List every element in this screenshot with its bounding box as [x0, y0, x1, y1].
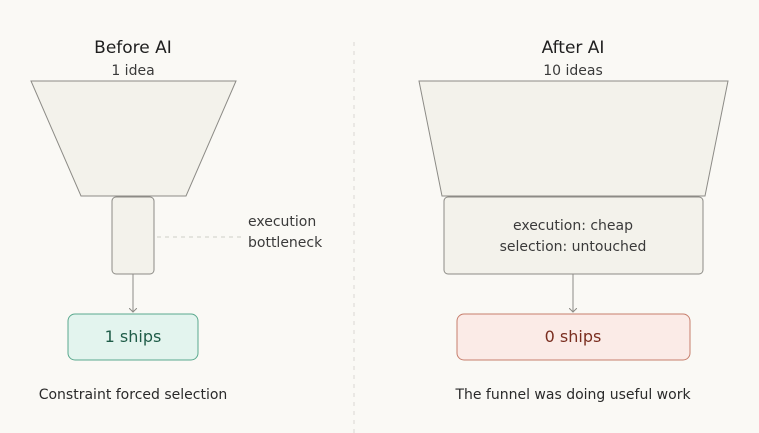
after-panel: After AI 10 ideas execution: cheap selec…	[418, 38, 729, 403]
after-caption: The funnel was doing useful work	[454, 387, 691, 403]
before-result-box	[67, 313, 199, 361]
bottleneck-label-line2: bottleneck	[248, 235, 323, 251]
after-title: After AI	[542, 38, 605, 58]
after-funnel-neck	[443, 196, 704, 275]
before-idea-count: 1 idea	[111, 63, 154, 79]
before-result-label: 1 ships	[105, 327, 162, 346]
after-result-label: 0 ships	[545, 327, 602, 346]
after-result-box	[456, 313, 691, 361]
before-caption: Constraint forced selection	[39, 387, 228, 403]
bottleneck-label-line1: execution	[248, 214, 316, 230]
before-title: Before AI	[94, 38, 172, 58]
before-panel: Before AI 1 idea execution bottleneck 1 …	[30, 38, 323, 403]
after-box-line1: execution: cheap	[513, 218, 633, 234]
before-funnel-neck	[111, 196, 155, 275]
after-box-line2: selection: untouched	[500, 239, 647, 255]
before-funnel-top	[30, 80, 237, 197]
after-idea-count: 10 ideas	[543, 63, 603, 79]
after-funnel-top	[418, 80, 729, 197]
